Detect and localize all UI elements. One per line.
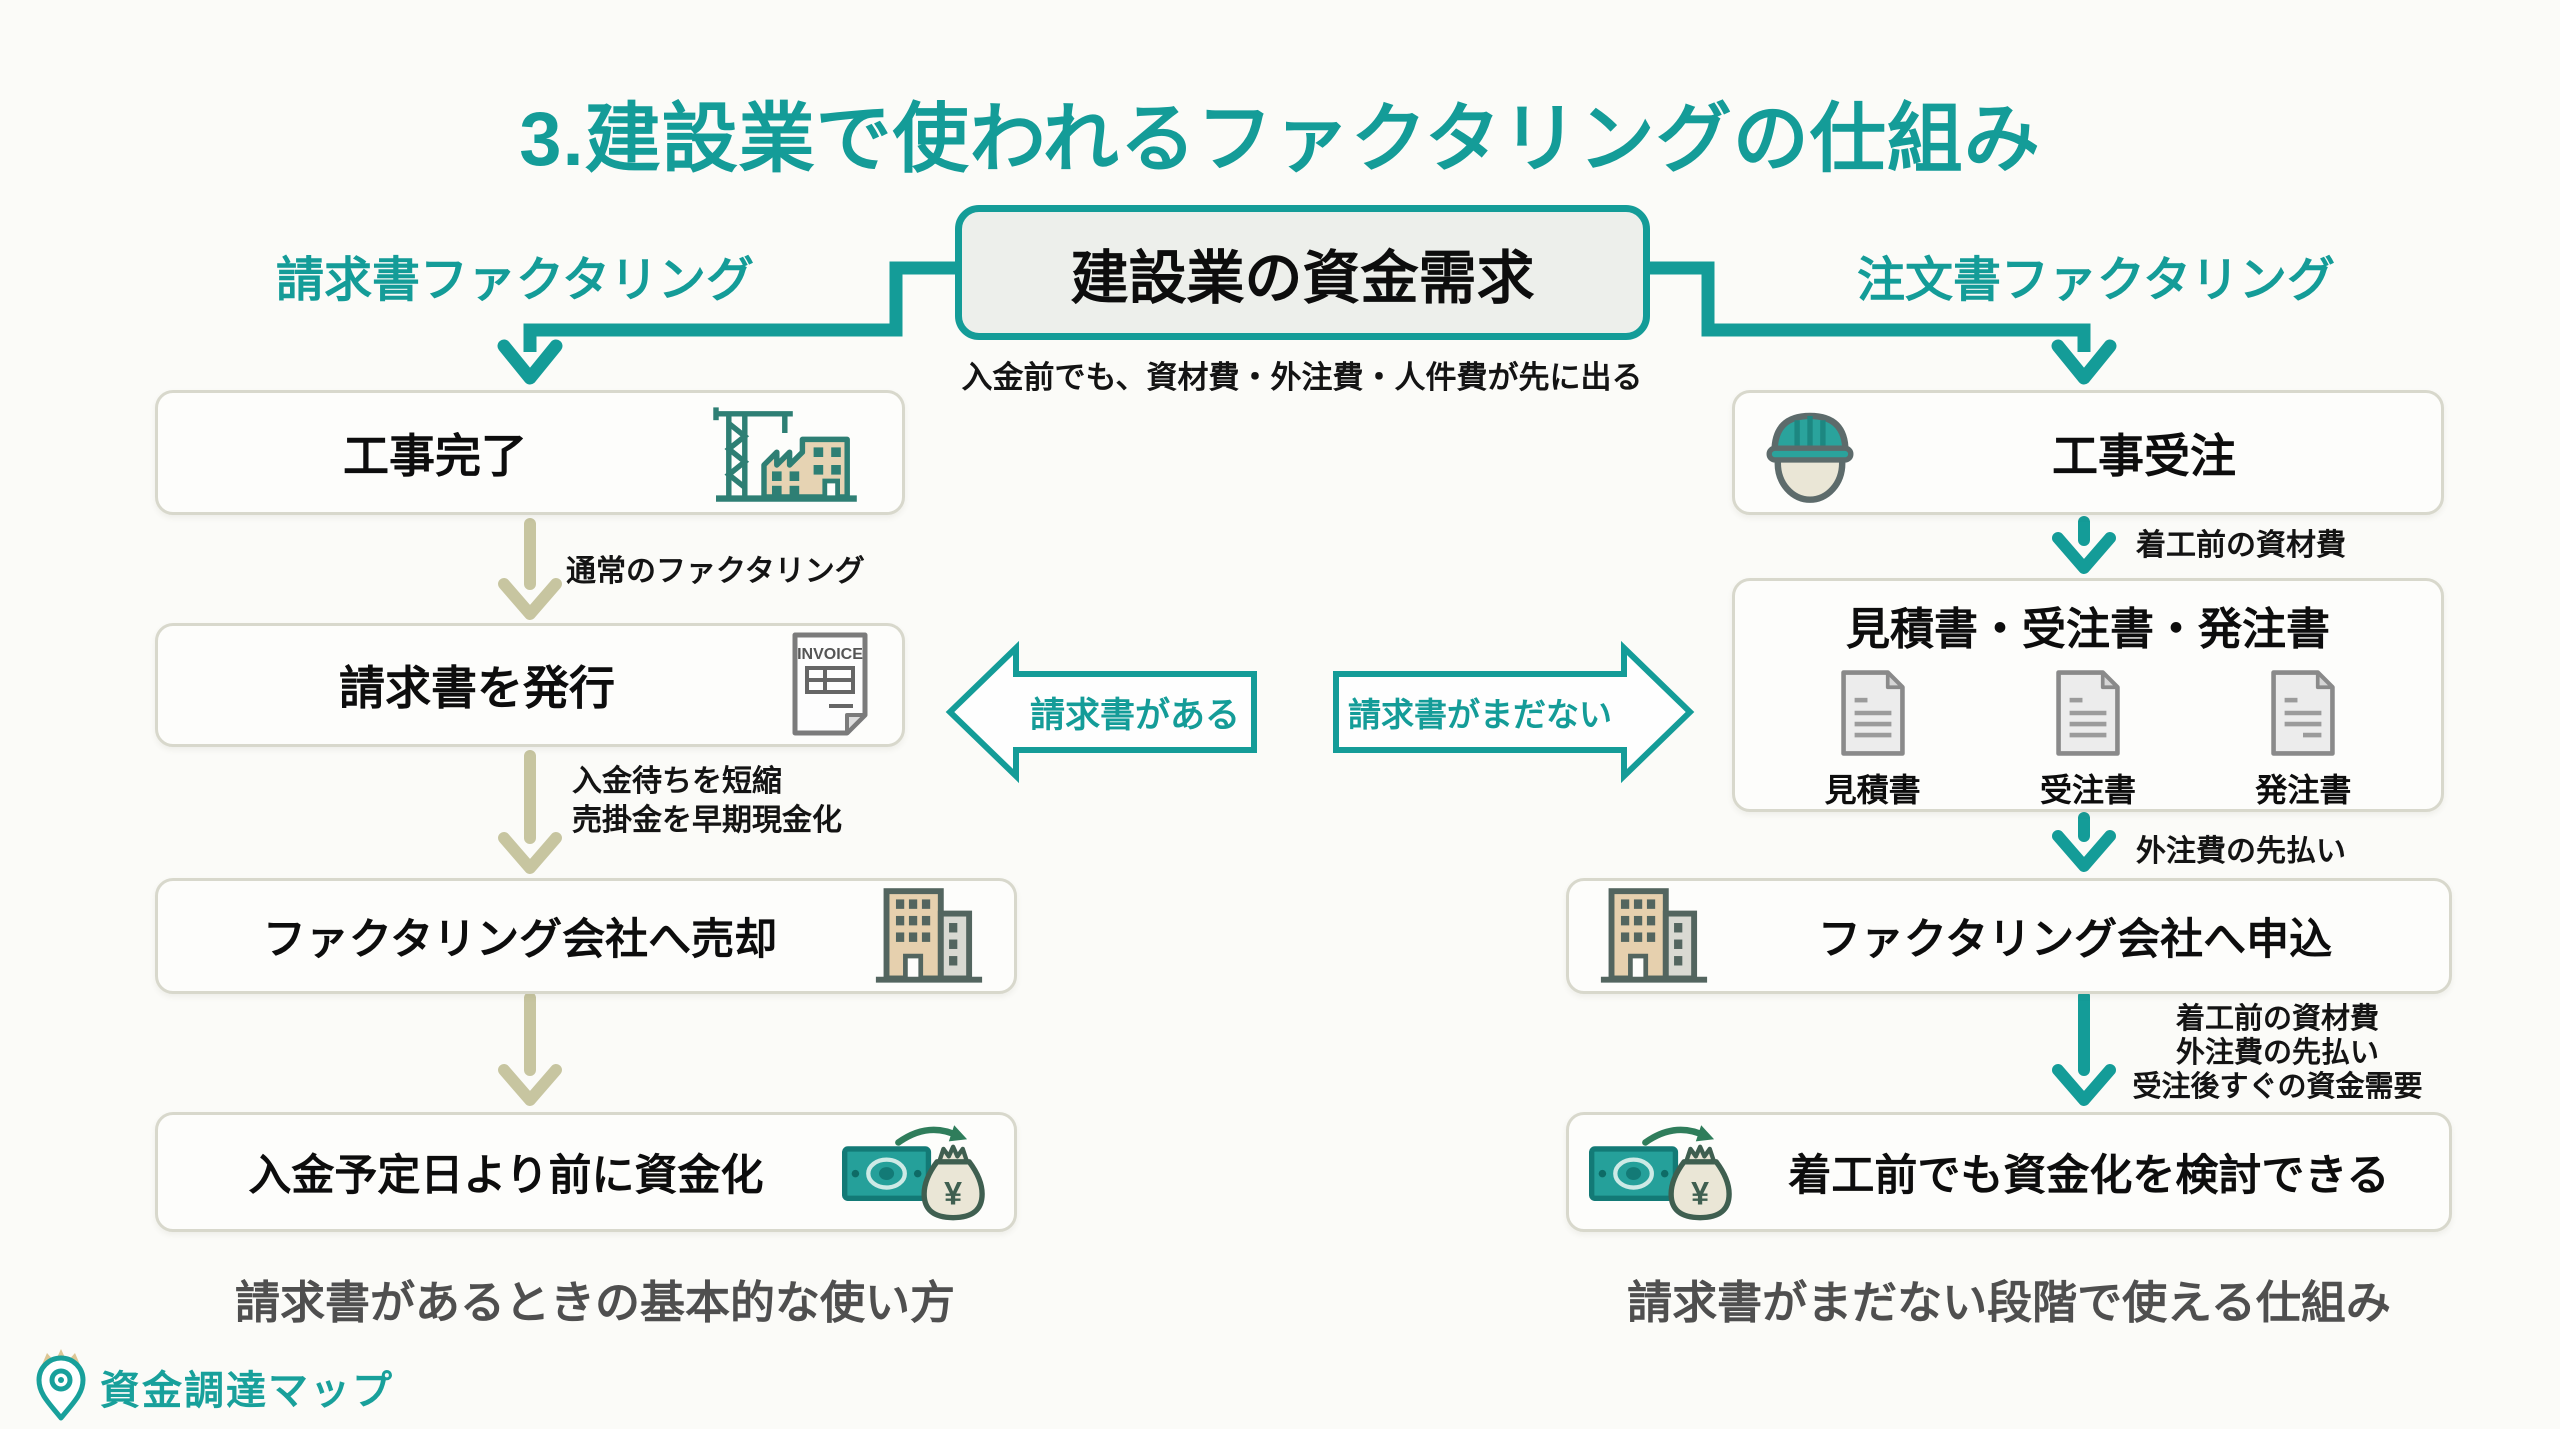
money-icon: ¥ (842, 1125, 985, 1221)
document-icon (2056, 670, 2120, 756)
crane-building-icon (713, 406, 857, 502)
step-label: 請求書を発行 (339, 662, 615, 714)
right-flow-arrow-1 (2052, 516, 2116, 574)
left-caption: 請求書があるときの基本的な使い方 (234, 1277, 955, 1328)
step-box-construction-complete: 工事完了 (155, 390, 905, 515)
arrow-label-normal-factoring: 通常のファクタリング (566, 555, 865, 588)
arrow-label-materials-before-start: 着工前の資材費 (2136, 529, 2346, 562)
yen-symbol: ¥ (944, 1176, 962, 1212)
step-label: 入金予定日より前に資金化 (248, 1152, 764, 1200)
left-flow-arrow-2 (498, 750, 562, 874)
left-flow-arrow-1 (498, 518, 562, 620)
center-demand-box: 建設業の資金需求 (955, 205, 1650, 340)
doc-label: 発注書 (2255, 772, 2352, 808)
helmet-icon (1766, 412, 1854, 503)
right-column-heading: 注文書ファクタリング (1856, 254, 2336, 307)
arrow-label-subcontract-prepay: 外注費の先払い (2136, 835, 2346, 868)
step-label: 工事完了 (343, 429, 527, 482)
left-flow-arrow-3 (498, 992, 562, 1106)
step-box-funding-before-construction: ¥ 着工前でも資金化を検討できる (1566, 1112, 2452, 1232)
right-flow-arrow-3 (2052, 990, 2116, 1106)
doc-cell-purchase-order: 発注書 (2197, 667, 2410, 811)
document-icons-row: 見積書 受注書 発注書 (1765, 667, 2411, 811)
step-label: 工事受注 (2052, 429, 2236, 482)
page-title: 3.建設業で使われるファクタリングの仕組み (519, 96, 2041, 182)
invoice-not-yet-arrow-label: 請求書がまだない (1348, 696, 1612, 733)
step-box-funds-before-due-date: 入金予定日より前に資金化 ¥ (155, 1112, 1017, 1232)
office-building-icon (875, 888, 983, 983)
yen-symbol: ¥ (1691, 1176, 1709, 1212)
arrow-label-shorten-wait: 入金待ちを短縮 売掛金を早期現金化 (572, 765, 842, 837)
doc-cell-estimate: 見積書 (1766, 667, 1979, 811)
step-label: ファクタリング会社へ申込 (1817, 916, 2333, 964)
invoice-icon-label: INVOICE (797, 646, 863, 663)
map-pin-crown-logo-icon (36, 1349, 86, 1421)
right-flow-arrow-2 (2052, 812, 2116, 872)
arrow-label-early-funding-needs: 着工前の資材費 外注費の先払い 受注後すぐの資金需要 (2132, 1003, 2423, 1104)
step-label: 着工前でも資金化を検討できる (1788, 1152, 2390, 1200)
center-subtitle: 入金前でも、資材費・外注費・人件費が先に出る (961, 360, 1643, 395)
step-label: ファクタリング会社へ売却 (262, 916, 778, 964)
docs-title: 見積書・受注書・発注書 (1846, 605, 2330, 654)
right-caption: 請求書がまだない段階で使える仕組み (1627, 1277, 2391, 1328)
document-icon (1840, 670, 1905, 756)
doc-label: 見積書 (1824, 772, 1921, 808)
step-box-quote-order-purchase-docs: 見積書・受注書・発注書 見積書 受注書 (1732, 578, 2444, 812)
document-icon (2271, 670, 2336, 756)
doc-label: 受注書 (2039, 772, 2136, 808)
invoice-icon: INVOICE (792, 632, 868, 736)
step-box-apply-to-factoring-company: ファクタリング会社へ申込 (1566, 878, 2452, 994)
office-building-icon (1600, 888, 1708, 983)
left-column-heading: 請求書ファクタリング (275, 254, 755, 307)
step-box-sell-to-factoring-company: ファクタリング会社へ売却 (155, 878, 1017, 994)
doc-cell-order-confirmation: 受注書 (1981, 667, 2194, 811)
center-demand-label: 建設業の資金需求 (1070, 245, 1535, 311)
brand-name: 資金調達マップ (100, 1369, 394, 1413)
money-icon: ¥ (1589, 1125, 1732, 1221)
step-box-issue-invoice: 請求書を発行 INVOICE (155, 623, 905, 747)
invoice-exists-arrow-label: 請求書がある (1029, 695, 1240, 735)
step-box-order-received: 工事受注 (1732, 390, 2444, 515)
